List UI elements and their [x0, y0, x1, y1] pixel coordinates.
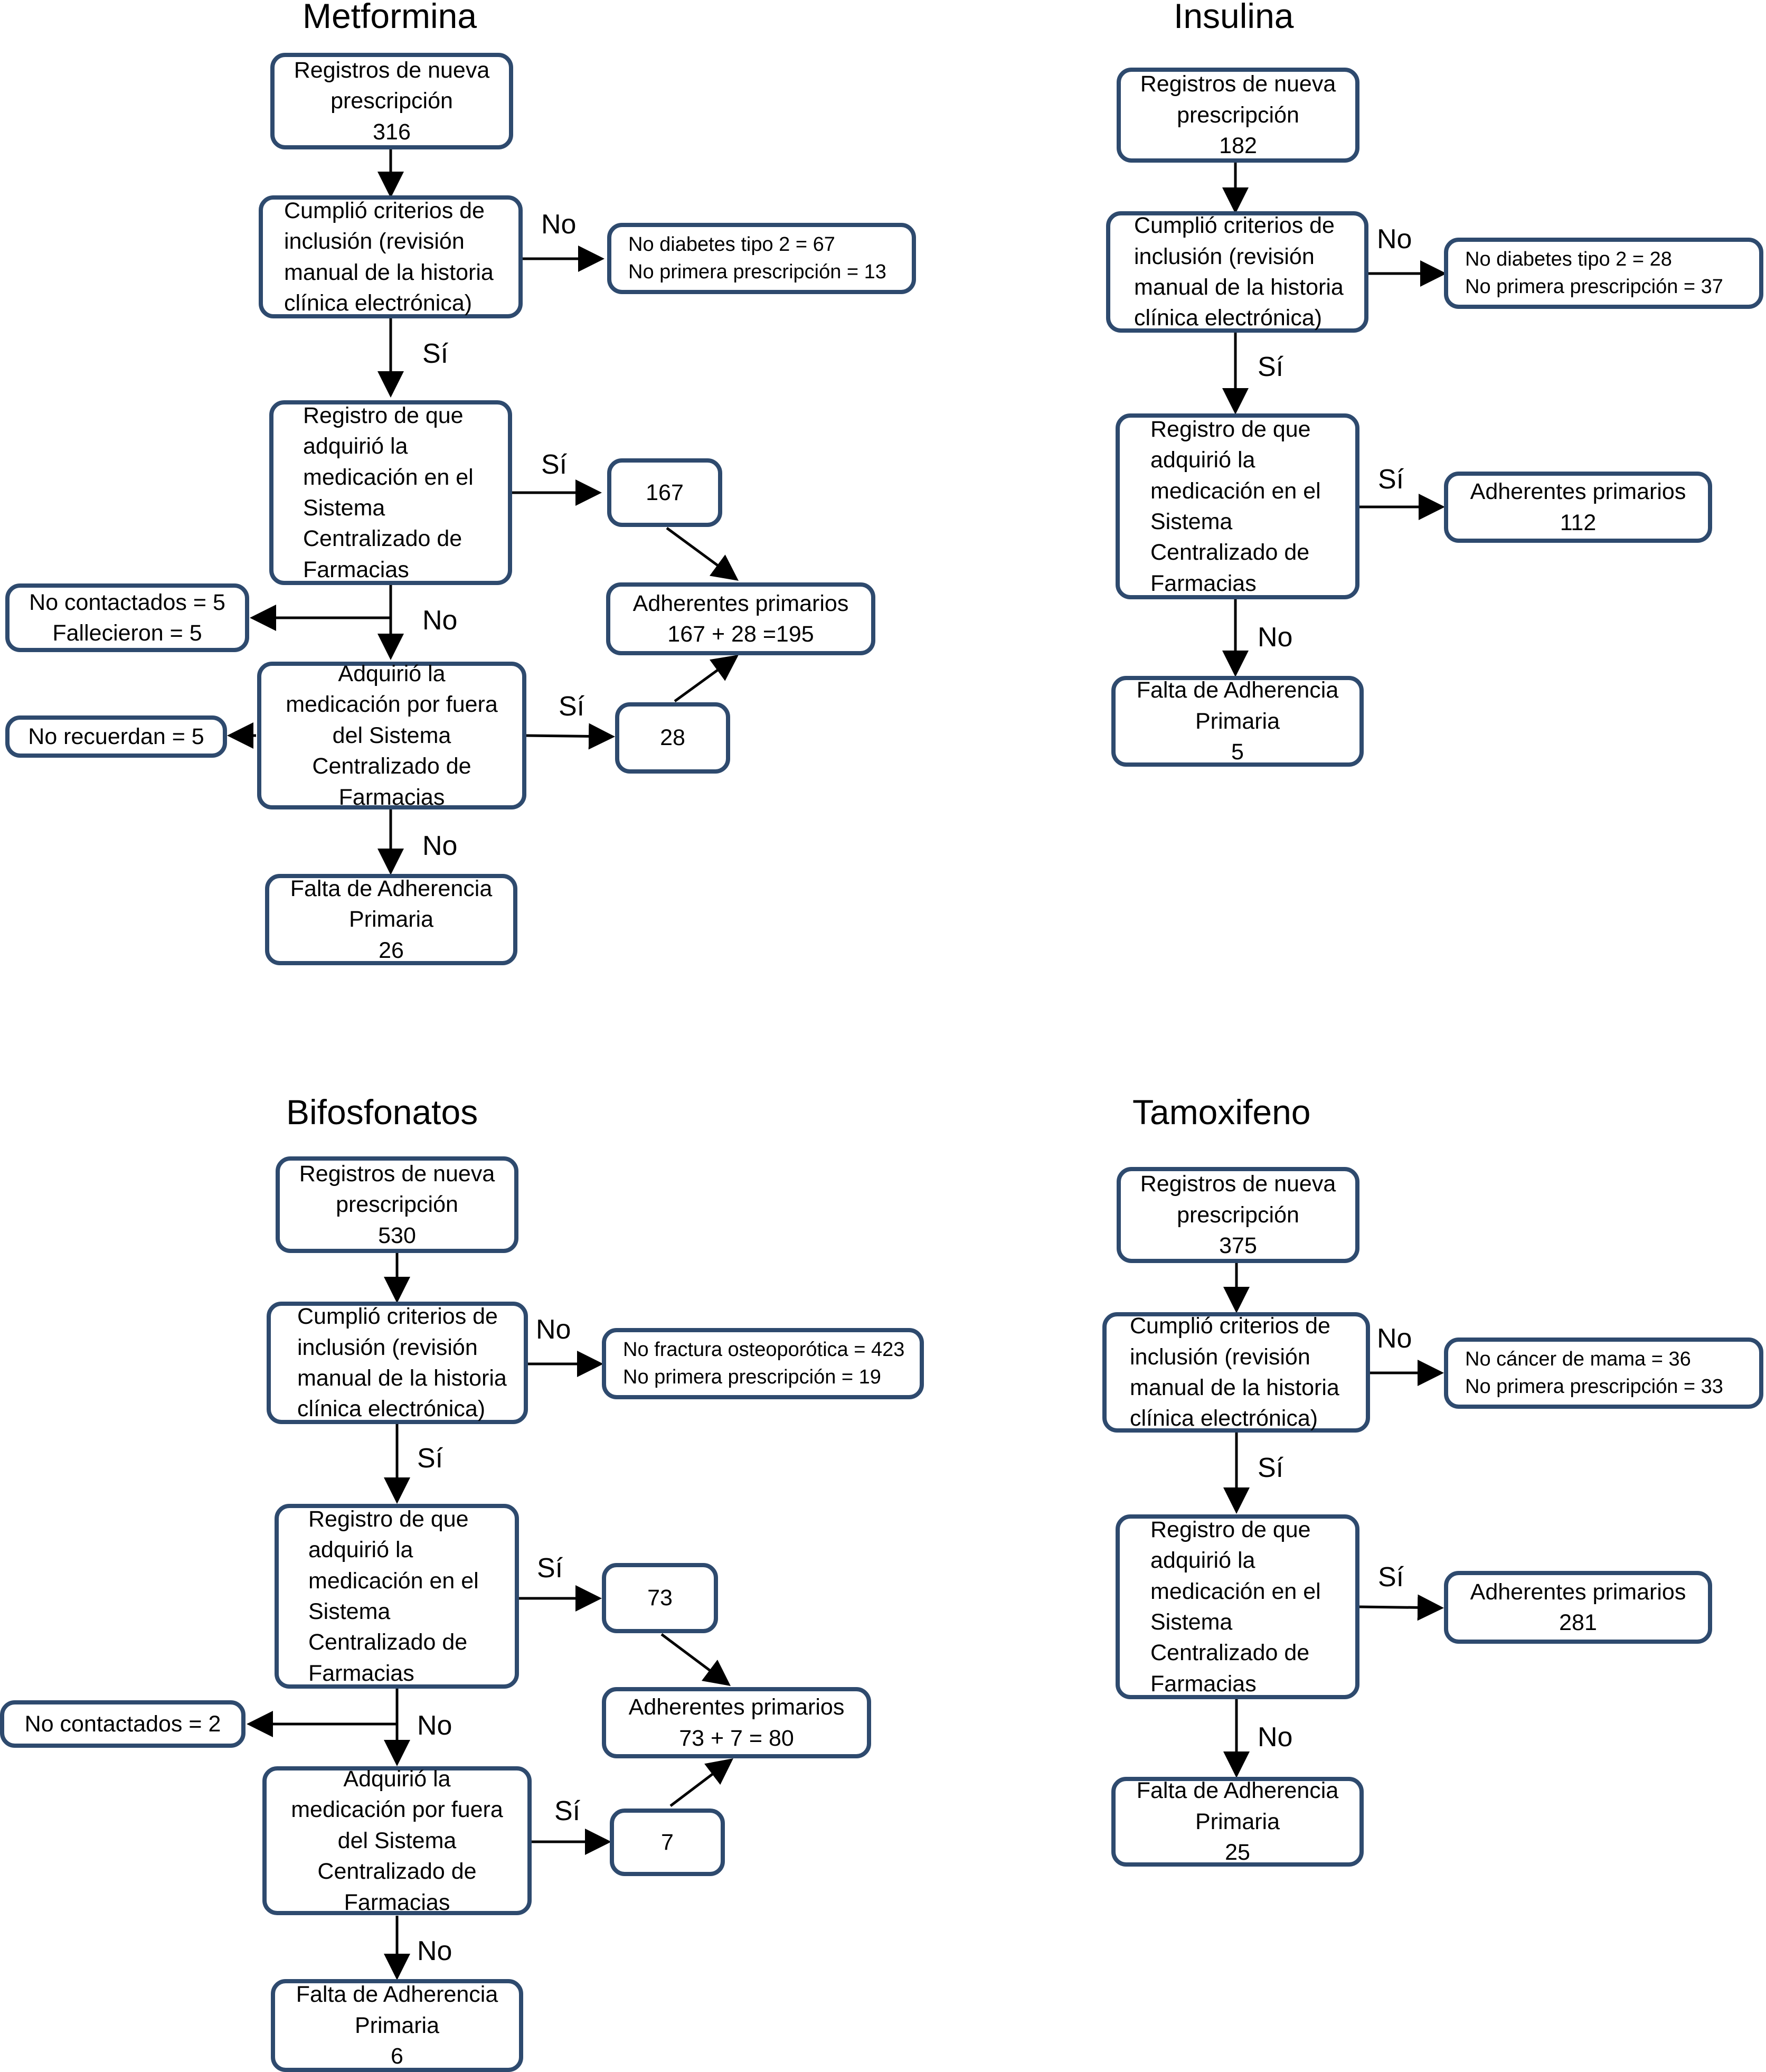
label-si: Sí [422, 338, 449, 369]
arrow [674, 655, 739, 703]
arrow [525, 723, 615, 750]
panel-title-insulina: Insulina [1174, 0, 1294, 35]
arrow [1359, 1594, 1444, 1621]
box-registros: Registros de nueva prescripción 316 [270, 53, 513, 149]
box-registros: Registros de nueva prescripción 530 [276, 1156, 518, 1253]
label-no: No [1258, 622, 1293, 653]
box-adherentes-primarios: Adherentes primarios 112 [1444, 472, 1712, 543]
panel-title-metformina: Metformina [303, 0, 477, 35]
box-falta-adherencia: Falta de Adherencia Primaria 6 [271, 1979, 523, 2072]
label-no: No [1258, 1722, 1293, 1753]
label-no: No [1377, 1323, 1412, 1354]
box-n-sistema: 167 [607, 458, 722, 527]
label-si: Sí [417, 1443, 443, 1474]
box-registro-sistema: Registro de que adquirió la medicación e… [269, 400, 512, 585]
box-criterios-inclusion: Cumplió criterios de inclusión (revisión… [259, 195, 523, 318]
label-no: No [417, 1936, 452, 1966]
label-si: Sí [537, 1553, 563, 1584]
box-falta-adherencia: Falta de Adherencia Primaria 5 [1111, 676, 1364, 767]
arrow [660, 1633, 731, 1686]
box-registros: Registros de nueva prescripción 182 [1117, 68, 1359, 163]
label-si: Sí [541, 449, 568, 480]
box-adherentes-primarios: Adherentes primarios 167 + 28 =195 [606, 582, 875, 655]
label-si: Sí [559, 691, 585, 722]
box-criterios-inclusion: Cumplió criterios de inclusión (revisión… [1106, 211, 1368, 333]
label-no: No [541, 209, 577, 240]
box-registros: Registros de nueva prescripción 375 [1117, 1167, 1359, 1263]
box-perdidos: No contactados = 2 [0, 1700, 245, 1748]
box-adquirio-fuera: Adquirió la medicación por fuera del Sis… [262, 1766, 532, 1915]
box-n-fuera: 7 [610, 1809, 725, 1876]
label-no: No [417, 1710, 452, 1741]
label-si: Sí [1378, 464, 1404, 495]
label-no: No [536, 1314, 571, 1345]
box-criterios-inclusion: Cumplió criterios de inclusión (revisión… [267, 1302, 528, 1424]
box-registro-sistema: Registro de que adquirió la medicación e… [1116, 413, 1359, 599]
box-excluidos: No diabetes tipo 2 = 28 No primera presc… [1444, 238, 1763, 309]
box-criterios-inclusion: Cumplió criterios de inclusión (revisión… [1102, 1312, 1370, 1433]
box-registro-sistema: Registro de que adquirió la medicación e… [275, 1504, 519, 1689]
label-si: Sí [554, 1796, 581, 1826]
label-si: Sí [1258, 1453, 1284, 1483]
box-adherentes-primarios: Adherentes primarios 73 + 7 = 80 [602, 1687, 871, 1758]
box-registro-sistema: Registro de que adquirió la medicación e… [1116, 1514, 1359, 1699]
box-falta-adherencia: Falta de Adherencia Primaria 25 [1111, 1777, 1364, 1867]
box-falta-adherencia: Falta de Adherencia Primaria 26 [265, 874, 517, 965]
label-si: Sí [1258, 352, 1284, 382]
box-n-sistema: 73 [602, 1563, 718, 1633]
box-adquirio-fuera: Adquirió la medicación por fuera del Sis… [257, 661, 526, 810]
box-n-fuera: 28 [615, 702, 730, 774]
arrow [666, 526, 739, 581]
box-excluidos: No fractura osteoporótica = 423 No prime… [602, 1328, 924, 1399]
box-excluidos: No cáncer de mama = 36 No primera prescr… [1444, 1338, 1763, 1409]
box-perdidos: No contactados = 5 Fallecieron = 5 [5, 583, 249, 652]
box-no-recuerdan: No recuerdan = 5 [5, 715, 227, 758]
panel-title-bifosfonatos: Bifosfonatos [286, 1092, 478, 1132]
box-adherentes-primarios: Adherentes primarios 281 [1444, 1571, 1712, 1644]
label-si: Sí [1378, 1562, 1404, 1593]
arrow [669, 1758, 733, 1807]
label-no: No [1377, 224, 1412, 255]
label-no: No [422, 831, 458, 861]
box-excluidos: No diabetes tipo 2 = 67 No primera presc… [607, 223, 916, 294]
label-no: No [422, 605, 458, 636]
panel-title-tamoxifeno: Tamoxifeno [1132, 1092, 1311, 1132]
